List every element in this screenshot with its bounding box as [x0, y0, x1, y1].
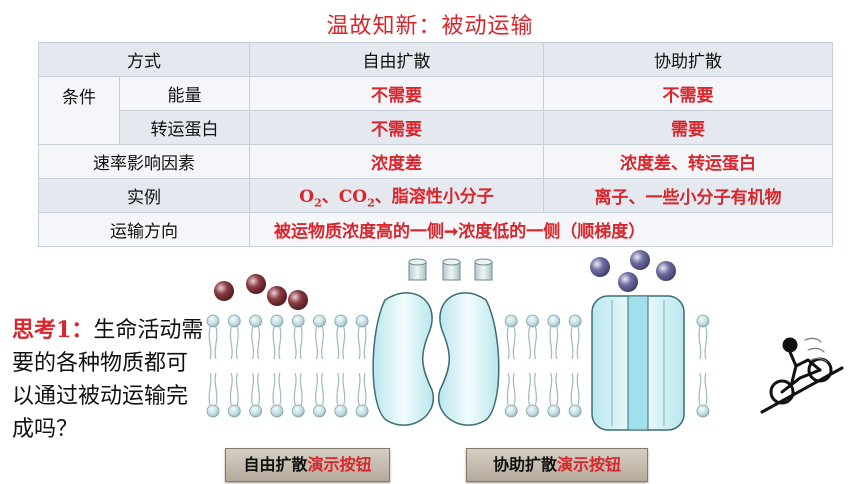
row-label-rate-factors: 速率影响因素 [38, 144, 250, 179]
header-free-diffusion: 自由扩散 [249, 42, 544, 77]
blue-molecules [590, 250, 676, 292]
phospholipid-head [547, 314, 561, 328]
channel-protein [372, 292, 500, 426]
table-row: 速率影响因素 浓度差 浓度差、转运蛋白 [38, 144, 833, 179]
phospholipid-head [206, 404, 220, 418]
right-arrow-icon: ➞ [444, 222, 459, 242]
cell-assisted-energy: 不需要 [543, 76, 833, 111]
cell-direction: 被运物质浓度高的一侧➞浓度低的一侧（顺梯度） [249, 212, 833, 247]
cell-assisted-rate: 浓度差、转运蛋白 [543, 144, 833, 179]
row-label-examples: 实例 [38, 178, 250, 213]
cell-free-energy: 不需要 [249, 76, 544, 111]
cell-free-protein: 不需要 [249, 110, 544, 145]
cell-assisted-protein: 需要 [543, 110, 833, 145]
phospholipid-head [355, 314, 369, 328]
table-row: 转运蛋白 不需要 需要 [39, 110, 833, 145]
phospholipid-head [313, 404, 326, 418]
phospholipid-head [526, 314, 539, 328]
phospholipid-head [696, 404, 710, 418]
small-molecule-cylinders [408, 258, 493, 281]
phospholipid-head [504, 314, 518, 328]
table-row: 实例 O2、CO2、脂溶性小分子 离子、一些小分子有机物 [38, 178, 833, 213]
thinking-question: 思考1：生命活动需要的各种物质都可以通过被动运输完成吗？ [12, 317, 204, 442]
phospholipid-bilayer [206, 314, 710, 418]
phospholipid-head [334, 314, 348, 328]
phospholipid-head [547, 404, 561, 418]
carrier-protein [591, 295, 685, 431]
cell-free-rate: 浓度差 [249, 144, 544, 179]
cell-free-examples: O2、CO2、脂溶性小分子 [249, 178, 544, 213]
phospholipid-head [526, 404, 539, 418]
table-row: 运输方向 被运物质浓度高的一侧➞浓度低的一侧（顺梯度） [38, 212, 833, 247]
condition-label: 条件 [38, 76, 120, 145]
phospholipid-head [206, 314, 220, 328]
header-facilitated-diffusion: 协助扩散 [543, 42, 833, 77]
cyclist-uphill-icon [760, 337, 844, 414]
table-header-row: 方式 自由扩散 协助扩散 [38, 42, 833, 77]
facilitated-diffusion-demo-button[interactable]: 协助扩散演示按钮 [466, 448, 648, 482]
phospholipid-head [313, 314, 326, 328]
phospholipid-head [249, 404, 263, 418]
table-row: 条件 能量 不需要 不需要 [38, 76, 833, 145]
phospholipid-head [696, 314, 710, 328]
row-label-transport-protein: 转运蛋白 [119, 110, 250, 145]
dark-molecules [214, 274, 308, 310]
header-mode: 方式 [38, 42, 250, 77]
page-title: 温故知新：被动运输 [326, 14, 534, 39]
cell-assisted-examples: 离子、一些小分子有机物 [543, 178, 833, 213]
phospholipid-head [334, 404, 348, 418]
phospholipid-head [568, 314, 582, 328]
phospholipid-head [270, 404, 284, 418]
row-label-energy: 能量 [119, 76, 250, 111]
phospholipid-head [227, 404, 241, 418]
phospholipid-head [270, 314, 284, 328]
free-diffusion-demo-button[interactable]: 自由扩散演示按钮 [225, 448, 390, 482]
phospholipid-head [291, 314, 305, 328]
phospholipid-head [291, 404, 305, 418]
row-label-direction: 运输方向 [38, 212, 250, 247]
phospholipid-head [568, 404, 582, 418]
phospholipid-head [227, 314, 241, 328]
phospholipid-head [249, 314, 263, 328]
phospholipid-head [355, 404, 369, 418]
phospholipid-head [504, 404, 518, 418]
comparison-table: 方式 自由扩散 协助扩散 条件 能量 不需要 不需要 转运蛋白 不需要 需要 速… [38, 42, 833, 247]
